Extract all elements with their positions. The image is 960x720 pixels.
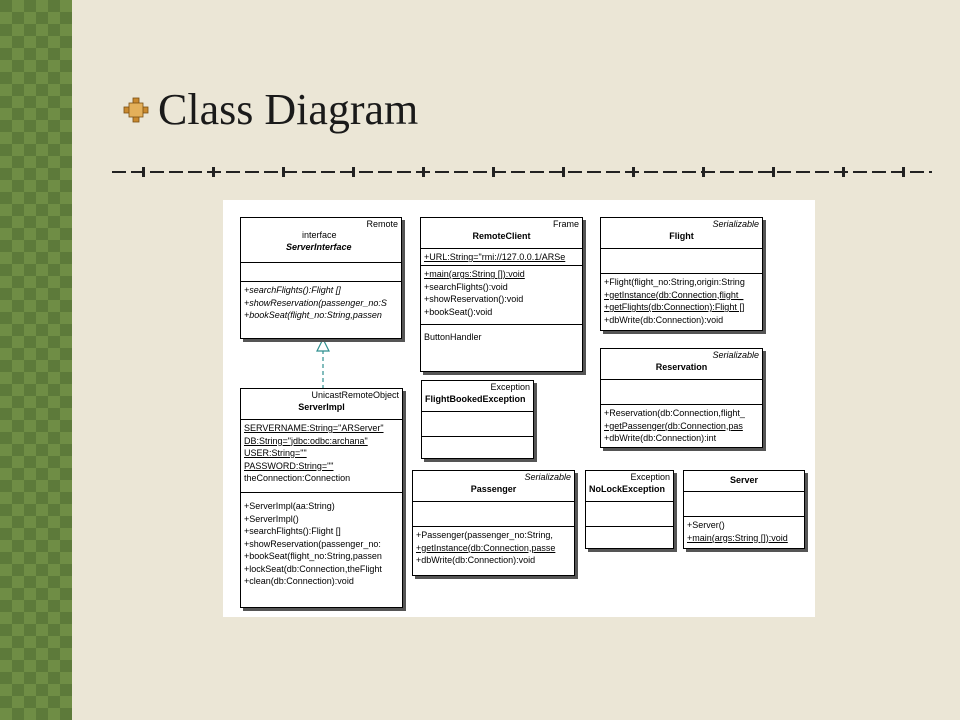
attribute: USER:String="" (244, 448, 307, 458)
class-name: Flight (669, 231, 694, 241)
remote-client-class: Frame RemoteClient +URL:String="rmi://12… (420, 217, 583, 372)
operation: +dbWrite(db:Connection):int (604, 433, 717, 443)
stereotype: Remote (366, 219, 398, 229)
slide-title: Class Diagram (158, 85, 419, 134)
flight-booked-exception-class: Exception FlightBookedException (421, 380, 534, 459)
class-name: RemoteClient (472, 231, 531, 241)
operations-compartment: +Server() +main(args:String []):void (684, 517, 804, 546)
operation: +bookSeat(flight_no:String,passen (244, 551, 382, 561)
reservation-class: Serializable Reservation +Reservation(db… (600, 348, 763, 448)
operations-compartment: +main(args:String []):void +searchFlight… (421, 266, 582, 325)
attributes-compartment (601, 380, 762, 405)
operation: +dbWrite(db:Connection):void (604, 314, 724, 325)
server-class: Server +Server() +main(args:String []):v… (683, 470, 805, 549)
stereotype: Serializable (712, 350, 759, 360)
operation: +bookSeat(flight_no:String,passen (244, 310, 382, 320)
attribute: theConnection:Connection (244, 473, 351, 483)
operation: +ServerImpl() (244, 513, 299, 524)
operation: +Flight(flight_no:String,origin:String (604, 277, 745, 287)
attributes-compartment: SERVERNAME:String="ARServer" DB:String="… (241, 420, 402, 493)
operation: +main(args:String []):void (687, 532, 788, 543)
stereotype: Exception (630, 472, 670, 482)
operation: +showReservation(passenger_no:S (244, 297, 387, 308)
attributes-compartment (684, 492, 804, 517)
operation: +ServerImpl(aa:String) (244, 501, 335, 511)
inner-class: ButtonHandler (424, 332, 482, 342)
title-row: Class Diagram (122, 82, 418, 138)
attributes-compartment (422, 412, 533, 437)
operation: +searchFlights():Flight [] (244, 526, 341, 536)
operation: +showReservation(passenger_no: (244, 538, 381, 549)
operations-compartment: +Reservation(db:Connection,flight_ +getP… (601, 405, 762, 447)
operation: +getInstance(db:Connection,passe (416, 542, 556, 553)
operation: +Server() (687, 520, 725, 530)
ornamental-divider (112, 167, 932, 177)
decorative-side-strip (0, 0, 72, 720)
operation: +Passenger(passenger_no:String, (416, 530, 553, 540)
operation: +getFlights(db:Connection):Flight [] (604, 302, 745, 312)
passenger-class: Serializable Passenger +Passenger(passen… (412, 470, 575, 576)
ornament-bullet-icon (123, 97, 149, 123)
operations-compartment: +Flight(flight_no:String,origin:String +… (601, 274, 762, 328)
stereotype: Serializable (524, 472, 571, 482)
class-name: NoLockException (589, 484, 666, 494)
operation: +searchFlights():Flight [] (244, 285, 341, 295)
server-interface-class: Remote interface ServerInterface +search… (240, 217, 402, 339)
stereotype: Exception (490, 382, 530, 392)
server-impl-class: UnicastRemoteObject ServerImpl SERVERNAM… (240, 388, 403, 608)
operation: +showReservation():void (424, 294, 524, 304)
attributes-compartment (601, 249, 762, 274)
flight-class: Serializable Flight +Flight(flight_no:St… (600, 217, 763, 331)
operation: +clean(db:Connection):void (244, 576, 354, 586)
operations-compartment (586, 527, 673, 531)
stereotype: Frame (552, 219, 579, 229)
operation: +Reservation(db:Connection,flight_ (604, 408, 745, 418)
operation: +searchFlights():void (424, 281, 508, 292)
operation: +dbWrite(db:Connection):void (416, 555, 536, 565)
attributes-compartment: +URL:String="rmi://127.0.0.1/ARSe (421, 249, 582, 266)
class-name: ServerInterface (286, 242, 352, 252)
operations-compartment (422, 437, 533, 441)
hollow-triangle-arrow-icon (316, 338, 330, 388)
class-name: Reservation (655, 362, 708, 372)
operation: +bookSeat():void (424, 306, 493, 317)
attribute: DB:String="jdbc:odbc:archana" (244, 435, 368, 446)
operation: +getInstance(db:Connection,flight_ (604, 289, 744, 300)
operations-compartment: +searchFlights():Flight [] +showReservat… (241, 282, 401, 324)
class-name: ServerImpl (298, 402, 345, 412)
operation: +main(args:String []):void (424, 269, 525, 279)
operations-compartment: +ServerImpl(aa:String) +ServerImpl() +se… (241, 493, 402, 590)
stereotype: UnicastRemoteObject (311, 390, 399, 400)
attribute: SERVERNAME:String="ARServer" (244, 423, 384, 433)
attributes-compartment (413, 502, 574, 527)
operations-compartment: +Passenger(passenger_no:String, +getInst… (413, 527, 574, 569)
operation: +getPassenger(db:Connection,pas (604, 420, 743, 431)
stereotype: Serializable (712, 219, 759, 229)
attribute: +URL:String="rmi://127.0.0.1/ARSe (424, 252, 566, 262)
no-lock-exception-class: Exception NoLockException (585, 470, 674, 549)
attributes-compartment (586, 502, 673, 527)
class-name: Passenger (470, 484, 517, 494)
attributes-compartment (241, 263, 401, 282)
inner-classes-compartment: ButtonHandler (421, 325, 582, 346)
uml-diagram-canvas: Remote interface ServerInterface +search… (223, 200, 815, 617)
attribute: PASSWORD:String="" (244, 460, 334, 471)
class-name: FlightBookedException (425, 394, 526, 404)
operation: +lockSeat(db:Connection,theFlight (244, 563, 382, 574)
interface-keyword: interface (302, 230, 337, 240)
class-name: Server (729, 475, 759, 485)
